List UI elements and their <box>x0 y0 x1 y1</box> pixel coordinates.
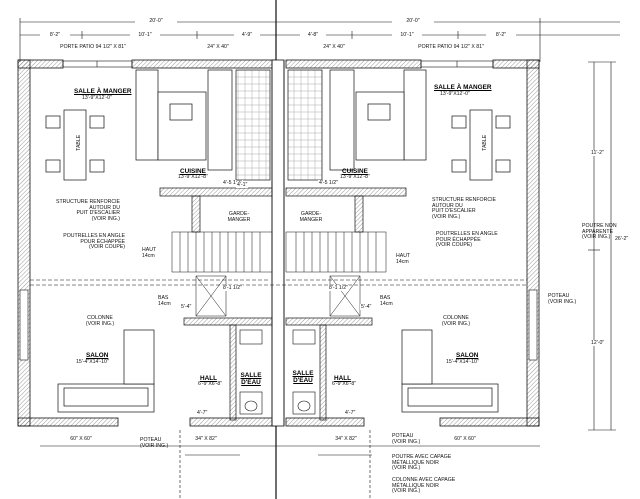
dim-top-left-2: 10'-1" <box>130 32 160 38</box>
garde-manger-left: GARDE- MANGER <box>227 211 251 223</box>
room-hall-left: HALL <box>200 375 218 382</box>
structure-note-right: STRUCTURE RENFORCIE AUTOUR DU PUIT D'ESC… <box>432 197 496 220</box>
dim-top-right-2: 10'-1" <box>392 32 422 38</box>
bottom-door-left: 34" X 82" <box>188 436 224 442</box>
room-salle-deau-right: SALLE D'EAU <box>292 370 314 384</box>
poutre-capage-note: POUTRE AVEC CAPAGE MÉTALLIQUE NOIR (VOIR… <box>392 454 452 472</box>
bottom-dimension-lines <box>40 430 540 499</box>
dim-step-b-left: 4'-1" <box>236 182 249 188</box>
room-cuisine-left: CUISINE <box>180 168 206 175</box>
dim-top-right-1: 4'-8" <box>300 32 326 38</box>
stair-haut-right: HAUT 14cm <box>396 253 411 265</box>
poteau-note-bottom-right: POTEAU (VOIR ING.) <box>392 433 421 445</box>
patio-door-right-label: PORTE PATIO 94 1/2" X 81" <box>410 44 492 50</box>
poutrelles-note-right: POUTRELLES EN ANGLE POUR ÉCHAPPÉE (VOIR … <box>436 231 498 249</box>
dim-step-d-right: 5'-4" <box>360 304 373 310</box>
colonne-capage-note: COLONNE AVEC CAPAGE MÉTALLIQUE NOIR (VOI… <box>392 477 456 495</box>
dim-step-e-left: 4'-7" <box>196 410 209 416</box>
structure-note-left: STRUCTURE RENFORCIE AUTOUR DU PUIT D'ESC… <box>56 199 120 222</box>
right-dimension-lines <box>588 61 616 431</box>
bottom-door-right: 34" X 82" <box>328 436 364 442</box>
room-salle-deau-left: SALLE D'EAU <box>240 372 262 386</box>
side-windows <box>19 289 538 361</box>
dim-right-upper: 11'-2" <box>590 150 605 156</box>
room-hall-right: HALL <box>334 375 352 382</box>
table-label-left: TABLE <box>76 134 83 151</box>
interior-walls <box>159 187 407 421</box>
sofas <box>57 329 499 413</box>
room-salle-a-manger-right-dim: 13'-9"X12'-0" <box>440 91 470 97</box>
dim-step-a-left: 4'-5 1/2" <box>222 180 243 186</box>
stair-bas-right: BAS 14cm <box>380 295 393 307</box>
dim-step-e-right: 4'-7" <box>344 410 357 416</box>
beam-lines <box>30 279 527 286</box>
room-cuisine-left-dim: 13'-9"X12'-8" <box>178 174 208 180</box>
room-cuisine-right-dim: 13'-9"X12'-8" <box>340 174 370 180</box>
dim-step-a-right: 4'-5 1/2" <box>318 180 339 186</box>
dim-right-total: 26'-2" <box>614 236 630 242</box>
poutrelles-note-left: POUTRELLES EN ANGLE POUR ÉCHAPPÉE (VOIR … <box>63 233 125 251</box>
stairs <box>171 231 387 317</box>
dim-top-right-3: 8'-2" <box>486 32 516 38</box>
bottom-window-right: 60" X 60" <box>446 436 484 442</box>
room-salle-a-manger-left: SALLE À MANGER <box>74 88 132 95</box>
dim-overall-right: 20'-0" <box>392 18 434 24</box>
washroom-fixtures <box>239 329 316 415</box>
patio-doors <box>62 60 494 68</box>
dim-top-left-1: 8'-2" <box>40 32 70 38</box>
colonne-note-left: COLONNE (VOIR ING.) <box>85 315 115 327</box>
room-hall-right-dim: 6'-9"X6'-8" <box>332 381 357 387</box>
room-salon-left: SALON <box>86 352 109 359</box>
room-salon-right-dim: 15'-4"X14'-10" <box>446 359 479 365</box>
garde-manger-right: GARDE- MANGER <box>299 211 323 223</box>
stair-bas-left: BAS 14cm <box>158 295 171 307</box>
poteau-note-right: POTEAU (VOIR ING.) <box>548 293 577 305</box>
table-label-right: TABLE <box>482 134 489 151</box>
room-salon-right: SALON <box>456 352 479 359</box>
poutre-non-apparente-note: POUTRE NON APPARENTE (VOIR ING.) <box>582 223 617 241</box>
dim-step-c-right: 8'-1 1/2" <box>328 285 349 291</box>
room-salle-a-manger-right: SALLE À MANGER <box>434 84 492 91</box>
bottom-window-left: 60" X 60" <box>62 436 100 442</box>
room-salle-a-manger-left-dim: 13'-9"X12'-0" <box>82 95 112 101</box>
poteau-note-bottom-left: POTEAU (VOIR ING.) <box>140 437 169 449</box>
dim-top-left-3: 4'-9" <box>234 32 260 38</box>
patio-door-left-label: PORTE PATIO 94 1/2" X 81" <box>52 44 134 50</box>
stair-haut-left: HAUT 14cm <box>142 247 157 259</box>
kitchens <box>135 69 427 181</box>
dim-step-c-left: 8'-1 1/2" <box>222 285 243 291</box>
window-top-left-label: 24" X 40" <box>200 44 236 50</box>
dining-tables <box>45 109 511 181</box>
dim-overall-left: 20'-0" <box>135 18 177 24</box>
window-top-right-label: 24" X 40" <box>316 44 352 50</box>
room-cuisine-right: CUISINE <box>342 168 368 175</box>
dim-right-lower: 12'-0" <box>590 340 606 346</box>
room-salon-left-dim: 15'-4"X14'-10" <box>76 359 109 365</box>
dim-step-d-left: 5'-4" <box>180 304 193 310</box>
colonne-note-right: COLONNE (VOIR ING.) <box>441 315 471 327</box>
room-hall-left-dim: 6'-9"X6'-8" <box>198 381 223 387</box>
